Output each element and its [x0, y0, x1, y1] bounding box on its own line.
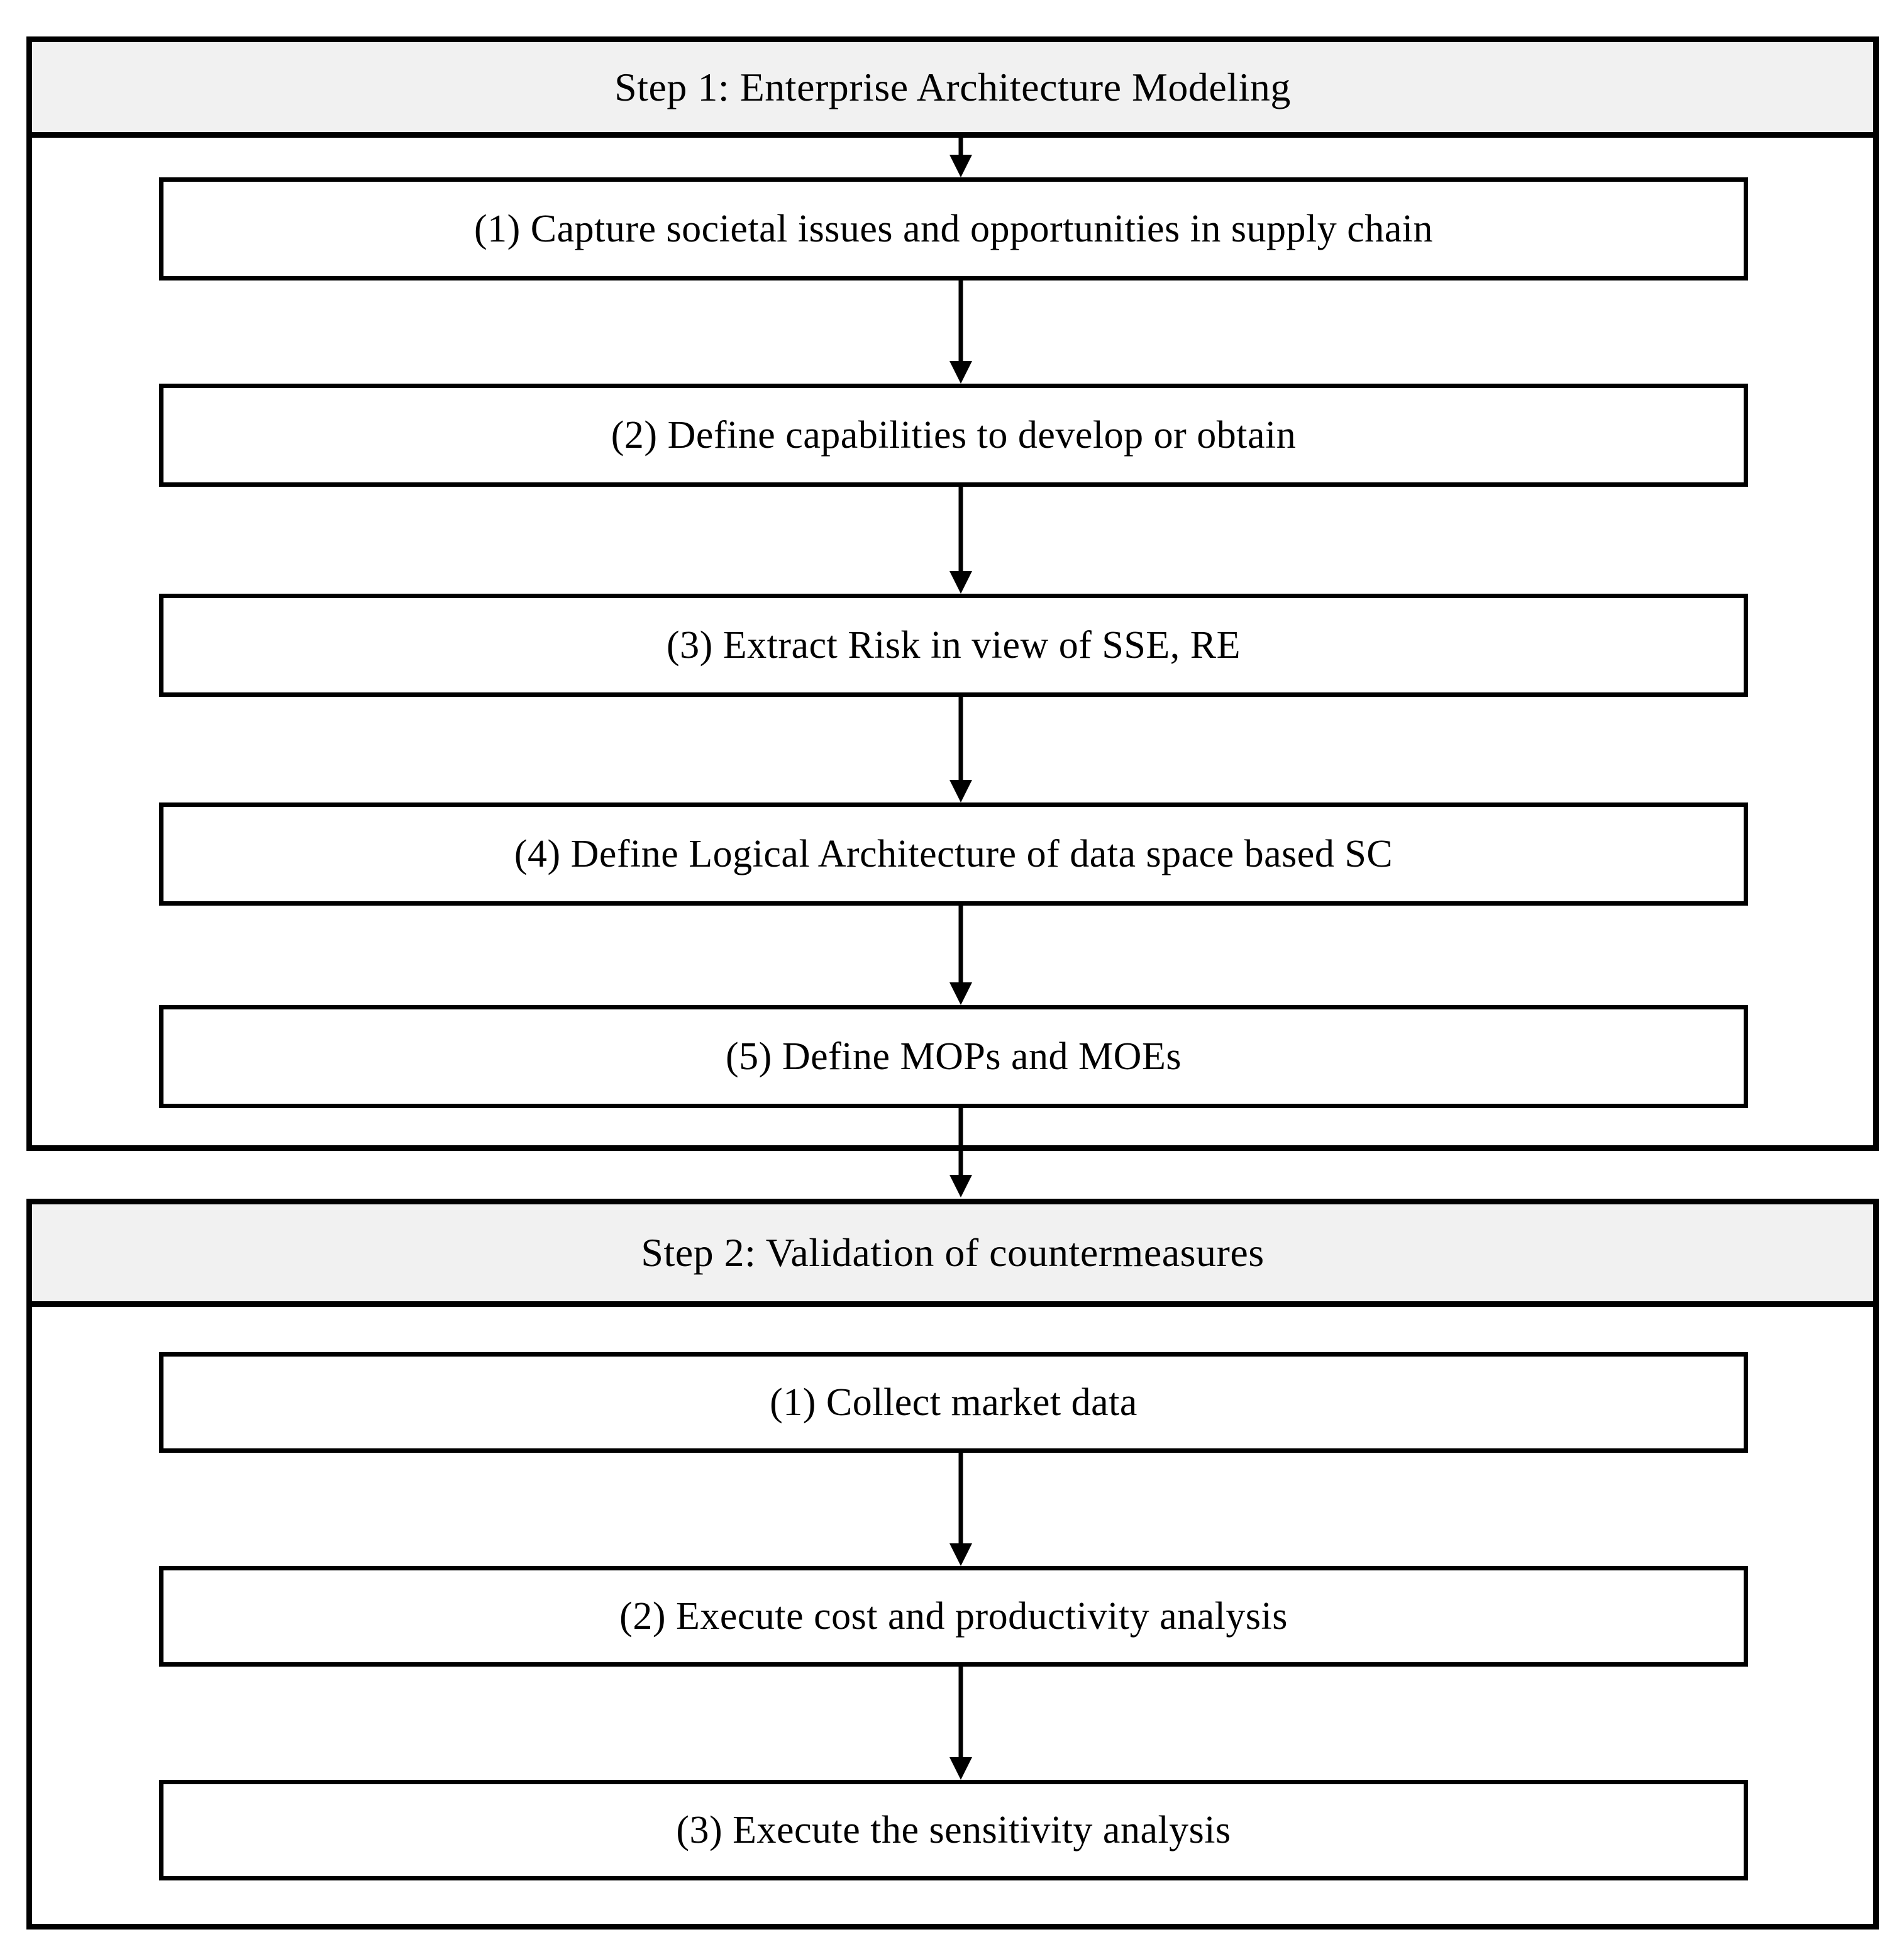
step1-box-4: (4) Define Logical Architecture of data …: [159, 802, 1748, 906]
arrow-box1-to-box2-icon: [949, 280, 972, 384]
arrow-head: [949, 155, 972, 177]
arrow-s2box2-to-s2box3-icon: [949, 1667, 972, 1780]
step1-box-1: (1) Capture societal issues and opportun…: [159, 177, 1748, 280]
step1-box-1-label: (1) Capture societal issues and opportun…: [473, 207, 1434, 250]
arrow-step1-to-step2-icon: [949, 1108, 972, 1197]
arrow-s2box1-to-s2box2-icon: [949, 1453, 972, 1566]
arrow-box2-to-box3-icon: [949, 487, 972, 594]
step2-header: Step 2: Validation of countermeasures: [32, 1204, 1873, 1307]
arrow-header1-to-box1-icon: [949, 138, 972, 177]
step2-box-2-label: (2) Execute cost and productivity analys…: [619, 1594, 1288, 1638]
step1-box-3-label: (3) Extract Risk in view of SSE, RE: [667, 623, 1241, 667]
arrow-head: [949, 1543, 972, 1566]
step1-header: Step 1: Enterprise Architecture Modeling: [32, 42, 1873, 138]
arrow-shaft: [958, 280, 963, 370]
arrow-box3-to-box4-icon: [949, 697, 972, 802]
step2-title: Step 2: Validation of countermeasures: [641, 1230, 1265, 1275]
arrow-box4-to-box5-icon: [949, 906, 972, 1005]
arrow-shaft: [958, 697, 963, 789]
step1-box-5: (5) Define MOPs and MOEs: [159, 1005, 1748, 1108]
arrow-head: [949, 361, 972, 384]
arrow-shaft: [958, 906, 963, 991]
arrow-head: [949, 1175, 972, 1197]
step1-title: Step 1: Enterprise Architecture Modeling: [614, 64, 1291, 109]
arrow-shaft: [958, 1108, 963, 1184]
step1-box-2: (2) Define capabilities to develop or ob…: [159, 384, 1748, 487]
arrow-shaft: [958, 1453, 963, 1552]
step2-box-2: (2) Execute cost and productivity analys…: [159, 1566, 1748, 1667]
step1-box-5-label: (5) Define MOPs and MOEs: [726, 1035, 1182, 1078]
step2-box-3-label: (3) Execute the sensitivity analysis: [676, 1808, 1231, 1852]
arrow-head: [949, 982, 972, 1005]
arrow-shaft: [958, 1667, 963, 1766]
arrow-shaft: [958, 487, 963, 580]
arrow-head: [949, 571, 972, 594]
step1-box-3: (3) Extract Risk in view of SSE, RE: [159, 594, 1748, 697]
arrow-head: [949, 780, 972, 802]
arrow-shaft: [958, 138, 963, 164]
step1-box-4-label: (4) Define Logical Architecture of data …: [514, 832, 1393, 875]
step2-box-1: (1) Collect market data: [159, 1352, 1748, 1453]
step1-box-2-label: (2) Define capabilities to develop or ob…: [611, 413, 1297, 457]
arrow-head: [949, 1757, 972, 1780]
step2-box-3: (3) Execute the sensitivity analysis: [159, 1780, 1748, 1880]
step2-box-1-label: (1) Collect market data: [770, 1380, 1137, 1424]
